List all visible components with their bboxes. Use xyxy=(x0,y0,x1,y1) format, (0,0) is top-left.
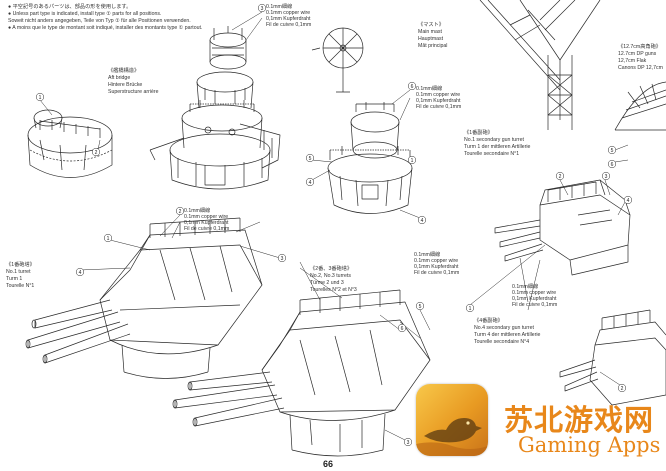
note-en: ● Unless part type is indicated, install… xyxy=(8,11,162,17)
part-number-label: 3 xyxy=(407,440,410,446)
part-number-label: 1 xyxy=(107,236,110,242)
funnel-platform xyxy=(327,102,413,214)
mast-label-en: Main mast xyxy=(418,29,442,35)
turrets-2-3-label-jp: 《2番、3番砲塔》 xyxy=(310,266,353,272)
part-number-label: 6 xyxy=(611,162,614,168)
part-number-label: 3 xyxy=(281,256,284,262)
dp-guns-label-de: 12,7cm Flak xyxy=(618,58,647,64)
part-number-label: 4 xyxy=(309,180,312,186)
turrets-2-3-label-de: Türme 2 und 3 xyxy=(310,280,344,286)
turret-1-label-jp: 《1番砲塔》 xyxy=(6,262,35,268)
page-number: 66 xyxy=(323,459,334,469)
note-fr: ● A moins que le type de montant soit in… xyxy=(8,25,203,31)
wire-callout-5-jp: 0.1mm細線 xyxy=(512,284,539,290)
aft-bridge-label-fr: Superstructure arrière xyxy=(108,89,159,95)
secondary-turret-4 xyxy=(559,309,666,406)
wire-callout-4-de: 0,1mm Kupferdraht xyxy=(414,264,459,270)
wire-callout-1-fr: Fil de cuivre 0,1mm xyxy=(266,22,312,28)
main-turret-2-3 xyxy=(172,289,431,457)
part-number-label: 5 xyxy=(309,156,312,162)
wire-callout-4-jp: 0.1mm細線 xyxy=(414,252,441,258)
sec-turret-4-label-fr: Tourelle secondaire N°4 xyxy=(474,339,530,345)
secondary-turret-1 xyxy=(494,179,631,276)
wire-callout-4-en: 0.1mm copper wire xyxy=(414,258,459,264)
numbered-circles xyxy=(35,3,633,447)
mast-label-fr: Mât principal xyxy=(418,43,448,49)
turret-1-label-en: No.1 turret xyxy=(6,269,31,275)
note-jp: ● 平空記号のあるパーツは、部品の形を使用します。 xyxy=(8,4,132,10)
wire-callout-5-en: 0.1mm copper wire xyxy=(512,290,557,296)
sec-turret-1-label-en: No.1 secondary gun turret xyxy=(464,137,524,143)
part-number-label: 1 xyxy=(469,306,472,312)
main-mast-lattice xyxy=(479,0,601,130)
watermark-title: 苏北游戏网 xyxy=(504,403,655,437)
part-number-label: 5 xyxy=(611,148,614,154)
turret-1-label-fr: Tourelle N°1 xyxy=(6,283,35,289)
dp-guns-label-jp: 《12.7cm高角砲》 xyxy=(618,44,661,50)
wire-callout-2-fr: Fil de cuivre 0,1mm xyxy=(416,104,462,110)
wire-callout-3-en: 0.1mm copper wire xyxy=(184,214,229,220)
part-number-label: 4 xyxy=(79,270,82,276)
aft-bridge-label-de: Hintere Brücke xyxy=(108,82,143,88)
part-number-label: 6 xyxy=(411,84,414,90)
watermark-subtitle: Gaming Apps xyxy=(518,433,661,457)
turrets-2-3-label-en: No.2, No.3 turrets xyxy=(310,273,351,279)
duck-silhouette-icon xyxy=(416,418,488,456)
turrets-2-3-label-fr: Tourelles N°2 et N°3 xyxy=(310,287,357,293)
mast-label-jp: 《マスト》 xyxy=(418,22,444,28)
wire-callout-5-fr: Fil de cuivre 0,1mm xyxy=(512,302,558,308)
sec-turret-4-label-jp: 《4番副砲》 xyxy=(474,318,503,324)
part-number-label: 2 xyxy=(559,174,562,180)
wire-callout-2-en: 0.1mm copper wire xyxy=(416,92,461,98)
aft-bridge-label-jp: 《艦橋構造》 xyxy=(108,68,140,74)
watermark-logo-icon xyxy=(416,384,488,456)
wire-callout-3-jp: 0.1mm細線 xyxy=(184,208,211,214)
wire-callout-1-jp: 0.1mm細線 xyxy=(266,4,293,10)
part-number-label: 6 xyxy=(401,326,404,332)
sec-turret-1-label-de: Turm 1 der mittleren Artillerie xyxy=(464,144,531,150)
mast-disc-part xyxy=(311,27,364,93)
part-number-label: 1 xyxy=(39,95,42,101)
wire-callout-4-fr: Fil de cuivre 0,1mm xyxy=(414,270,460,276)
part-number-label: 4 xyxy=(627,198,630,204)
part-number-label: 2 xyxy=(179,209,182,215)
dp-guns-label-fr: Canons DP 12,7cm xyxy=(618,65,663,71)
wire-callout-1-en: 0.1mm copper wire xyxy=(266,10,311,16)
wire-callout-3-fr: Fil de cuivre 0,1mm xyxy=(184,226,230,232)
superstructure-tower xyxy=(149,26,281,190)
part-number-label: 2 xyxy=(95,150,98,156)
wire-callout-5-de: 0,1mm Kupferdraht xyxy=(512,296,557,302)
part-number-label: 3 xyxy=(261,6,264,12)
sec-turret-1-label-jp: 《1番副砲》 xyxy=(464,130,493,136)
part-number-label: 2 xyxy=(621,386,624,392)
note-de: Soweit nicht anders angegeben, Teile von… xyxy=(8,18,191,24)
wire-callout-2-de: 0,1mm Kupferdraht xyxy=(416,98,461,104)
turret-1-label-de: Turm 1 xyxy=(6,276,23,282)
wire-callout-3-de: 0,1mm Kupferdraht xyxy=(184,220,229,226)
aft-bridge-small-part xyxy=(27,109,113,178)
part-number-label: 4 xyxy=(421,218,424,224)
part-number-label: 1 xyxy=(411,158,414,164)
dp-gun-mount xyxy=(614,81,666,131)
dp-guns-label-en: 12.7cm DP guns xyxy=(618,51,657,57)
part-number-label: 5 xyxy=(419,304,422,310)
sec-turret-4-label-en: No.4 secondary gun turret xyxy=(474,325,534,331)
sec-turret-1-label-fr: Tourelle secondaire N°1 xyxy=(464,151,520,157)
wire-callout-2-jp: 0.1mm細線 xyxy=(416,86,443,92)
part-number-label: 3 xyxy=(605,174,608,180)
sec-turret-4-label-de: Turm 4 der mittleren Artillerie xyxy=(474,332,541,338)
aft-bridge-label-en: Aft bridge xyxy=(108,75,131,81)
mast-label-de: Hauptmast xyxy=(418,36,444,42)
wire-callout-1-de: 0,1mm Kupferdraht xyxy=(266,16,311,22)
main-turret-1 xyxy=(25,217,263,379)
